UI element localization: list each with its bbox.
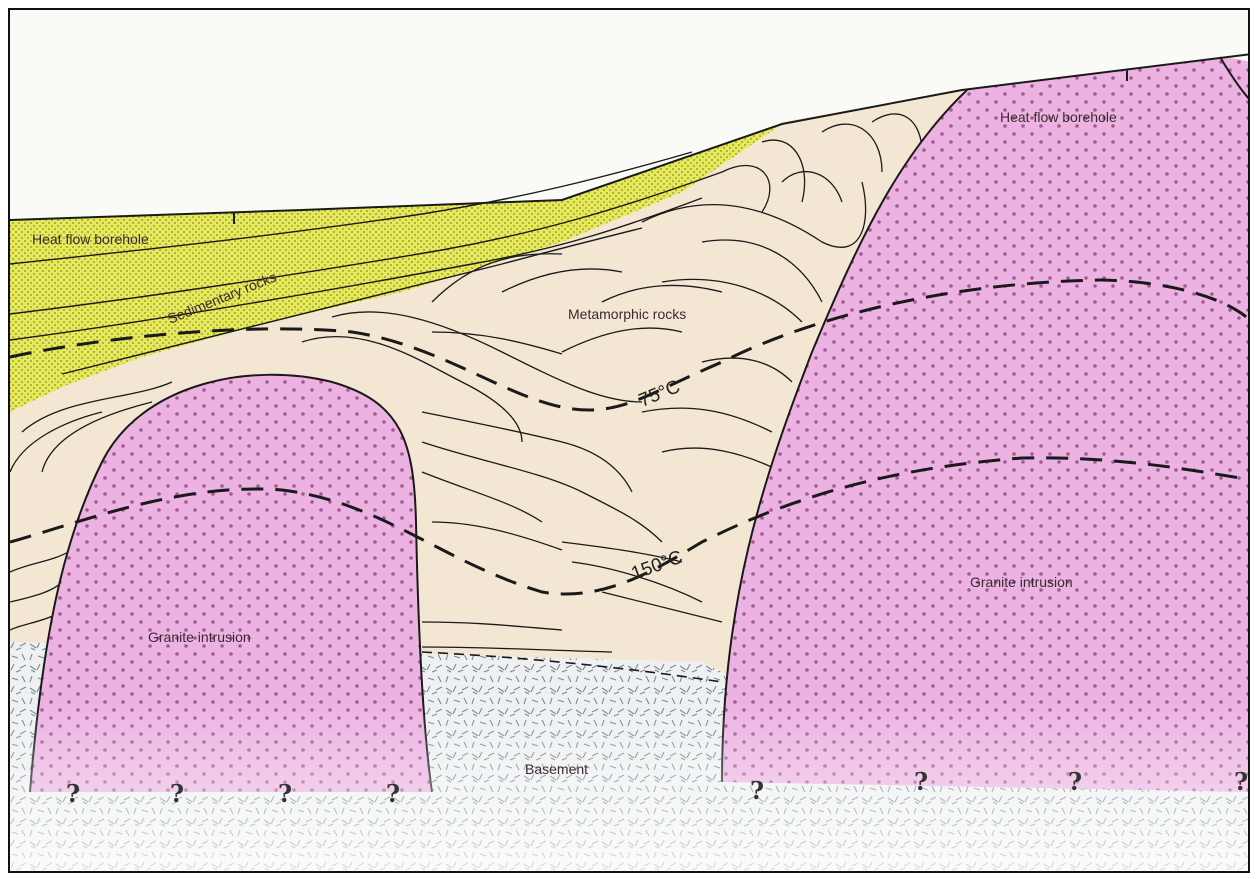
unknown-marker: ? bbox=[1234, 767, 1248, 796]
label-heat-flow-borehole-right: Heat flow borehole bbox=[1000, 109, 1117, 125]
label-heat-flow-borehole-left: Heat flow borehole bbox=[32, 231, 149, 247]
unknown-marker: ? bbox=[278, 779, 292, 808]
bottom-fade bbox=[10, 702, 1250, 873]
diagram-frame: Heat flow borehole Heat flow borehole Se… bbox=[8, 8, 1250, 873]
unknown-marker: ? bbox=[170, 779, 184, 808]
unknown-marker: ? bbox=[750, 776, 764, 805]
cross-section-svg: Heat flow borehole Heat flow borehole Se… bbox=[10, 10, 1250, 873]
label-metamorphic-rocks: Metamorphic rocks bbox=[568, 306, 686, 322]
unknown-marker: ? bbox=[66, 779, 80, 808]
unknown-marker: ? bbox=[386, 779, 400, 808]
label-basement: Basement bbox=[525, 761, 588, 777]
label-granite-intrusion-right: Granite intrusion bbox=[970, 574, 1073, 590]
label-granite-intrusion-left: Granite intrusion bbox=[148, 629, 251, 645]
unknown-marker: ? bbox=[914, 767, 928, 796]
unknown-marker: ? bbox=[1068, 767, 1082, 796]
